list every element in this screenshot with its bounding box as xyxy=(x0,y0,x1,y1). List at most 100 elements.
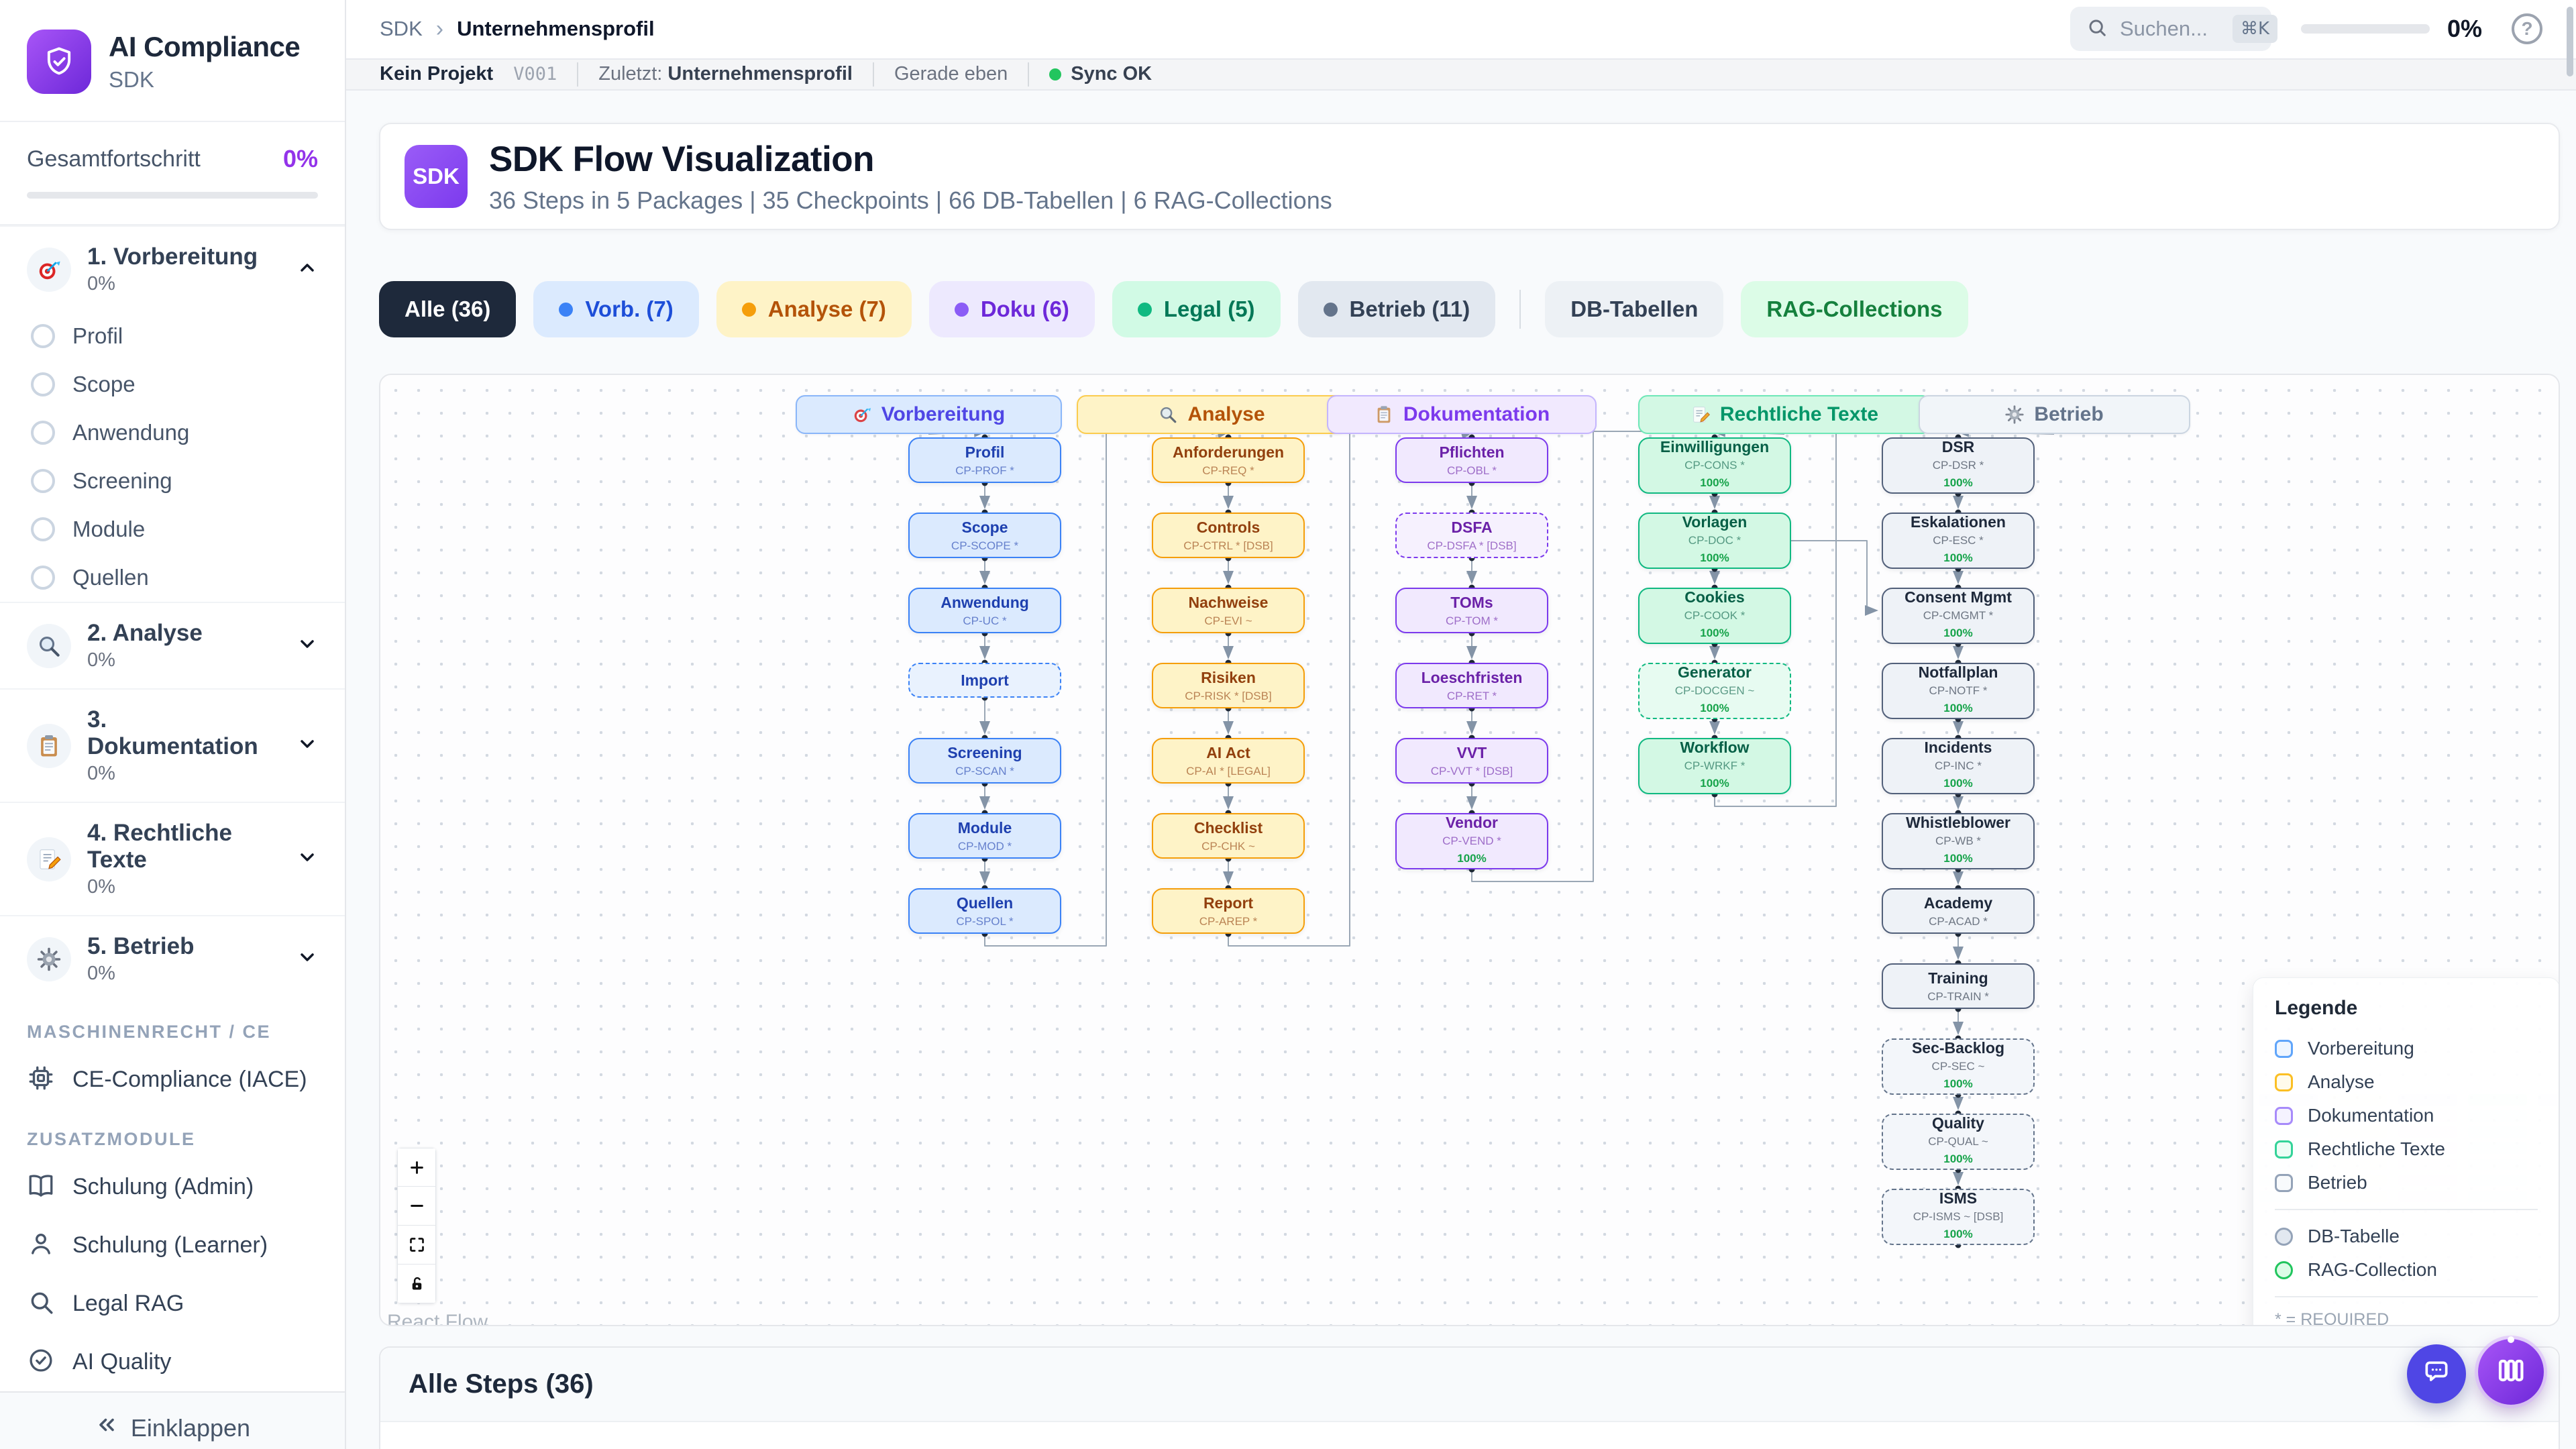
sidebar-item-schulung-learner[interactable]: Schulung (Learner) xyxy=(0,1216,345,1275)
user-icon xyxy=(27,1230,55,1261)
filter-chip-vorb-7[interactable]: Vorb. (7) xyxy=(533,281,699,337)
legend-item-rechtliche-texte: Rechtliche Texte xyxy=(2275,1132,2538,1166)
sidebar-item-legal-rag[interactable]: Legal RAG xyxy=(0,1275,345,1333)
steps-list-heading: Alle Steps (36) xyxy=(409,1369,594,1399)
steps-list-header: Alle Steps (36) xyxy=(380,1348,2559,1422)
sidebar-item-ce-compliance[interactable]: CE-Compliance (IACE) xyxy=(0,1051,345,1109)
search-input[interactable] xyxy=(2119,17,2220,42)
color-dot-icon xyxy=(954,302,969,317)
fit-view-button[interactable] xyxy=(397,1226,436,1265)
sidebar-item-schulung-admin[interactable]: Schulung (Admin) xyxy=(0,1158,345,1216)
last-value: Unternehmensprofil xyxy=(667,63,853,85)
flow-package-header-dokumentation[interactable]: Dokumentation xyxy=(1327,395,1597,434)
filter-chip-analyse-7[interactable]: Analyse (7) xyxy=(716,281,912,337)
flow-package-header-rechtliche-texte[interactable]: Rechtliche Texte xyxy=(1638,395,1931,434)
search-box[interactable]: ⌘K xyxy=(2070,7,2278,52)
radio-circle-icon xyxy=(31,421,55,445)
radio-circle-icon xyxy=(31,372,55,396)
zoom-in-button[interactable] xyxy=(397,1148,436,1187)
color-dot-icon xyxy=(559,302,574,317)
sidebar-item-profil[interactable]: Profil xyxy=(0,312,345,360)
scrollbar-thumb[interactable] xyxy=(2567,7,2573,76)
filter-chip-alle-36[interactable]: Alle (36) xyxy=(379,281,517,337)
filter-chip-legal-5[interactable]: Legal (5) xyxy=(1112,281,1281,337)
sidebar-item-screening[interactable]: Screening xyxy=(0,457,345,505)
legend-swatch-icon xyxy=(2275,1106,2293,1125)
lock-open-button[interactable] xyxy=(397,1265,436,1303)
header-progress: 0% xyxy=(2300,15,2482,43)
breadcrumb-root[interactable]: SDK xyxy=(380,17,423,41)
filter-chip-db-tabellen[interactable]: DB-Tabellen xyxy=(1545,281,1724,337)
flow-package-header-analyse[interactable]: Analyse xyxy=(1077,395,1346,434)
filter-chip-doku-6[interactable]: Doku (6) xyxy=(928,281,1095,337)
filter-chip-rag-collections[interactable]: RAG-Collections xyxy=(1741,281,1968,337)
zoom-out-button[interactable] xyxy=(397,1187,436,1226)
flow-package-header-betrieb[interactable]: Betrieb xyxy=(1918,395,2190,434)
chat-bubble-icon xyxy=(2422,1358,2451,1391)
chat-button[interactable] xyxy=(2407,1344,2466,1403)
board-view-button[interactable] xyxy=(2478,1336,2544,1405)
sidebar-item-anwendung[interactable]: Anwendung xyxy=(0,409,345,457)
last-label: Zuletzt: xyxy=(598,63,663,85)
flow-package-header-vorbereitung[interactable]: Vorbereitung xyxy=(795,395,1062,434)
flow-node-import[interactable]: Import xyxy=(908,663,1061,698)
keyboard-shortcut-badge: ⌘K xyxy=(2232,15,2278,44)
topbar: SDK › Unternehmensprofil ⌘K 0% ? xyxy=(346,0,2576,58)
header-progress-bar xyxy=(2300,24,2430,34)
filter-chip-betrieb-11[interactable]: Betrieb (11) xyxy=(1297,281,1496,337)
sidebar-item-ai-quality[interactable]: AI Quality xyxy=(0,1333,345,1391)
overall-progress-bar xyxy=(27,192,318,199)
collapse-sidebar-button[interactable]: Einklappen xyxy=(95,1413,250,1443)
magnifier-icon xyxy=(1158,405,1178,425)
sidebar-item-scope[interactable]: Scope xyxy=(0,360,345,409)
sidebar-item-module[interactable]: Module xyxy=(0,505,345,553)
shield-check-icon xyxy=(27,30,91,94)
chevron-down-icon xyxy=(297,947,318,971)
help-icon[interactable]: ? xyxy=(2512,13,2542,45)
legend-item-dokumentation: Dokumentation xyxy=(2275,1099,2538,1132)
sidebar-item-quellen[interactable]: Quellen xyxy=(0,553,345,602)
legend-item-rag-collection: RAG-Collection xyxy=(2275,1253,2538,1287)
